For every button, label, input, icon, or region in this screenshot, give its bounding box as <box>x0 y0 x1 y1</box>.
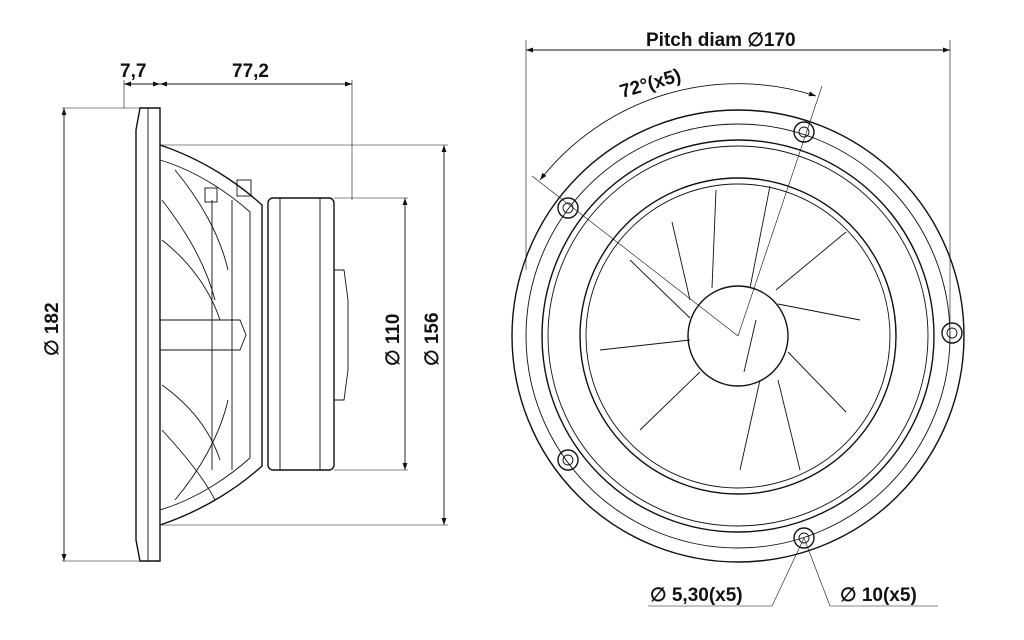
mounting-hole <box>557 197 579 219</box>
front-spokes <box>599 185 861 471</box>
front-center-hub <box>687 285 789 387</box>
mounting-hole <box>941 322 963 344</box>
dim-outer-label: ∅ 182 <box>42 302 63 356</box>
mounting-holes <box>557 121 963 549</box>
dim-pitch-label: Pitch diam ∅170 <box>646 30 796 51</box>
side-view: 7,7 77,2 ∅ 182 ∅ 110 ∅ 156 <box>42 61 448 562</box>
dim-hole-label: ∅ 5,30(x5) <box>650 585 743 606</box>
dim-depth-label: 77,2 <box>232 61 269 82</box>
mounting-hole <box>793 527 815 549</box>
front-view: Pitch diam ∅170 72°(x5) ∅ 5,30(x5) ∅ 10(… <box>511 30 965 607</box>
dim-frame-label: ∅ 156 <box>422 312 443 366</box>
dim-magnet-label: ∅ 110 <box>383 314 404 367</box>
dim-counterbore-label: ∅ 10(x5) <box>840 585 917 606</box>
mounting-hole <box>557 449 579 471</box>
side-basket <box>159 144 263 526</box>
side-magnet <box>267 197 335 471</box>
dim-angle-arc <box>539 83 817 181</box>
dim-angle-label: 72°(x5) <box>618 65 684 102</box>
dim-flange-label: 7,7 <box>120 61 146 82</box>
